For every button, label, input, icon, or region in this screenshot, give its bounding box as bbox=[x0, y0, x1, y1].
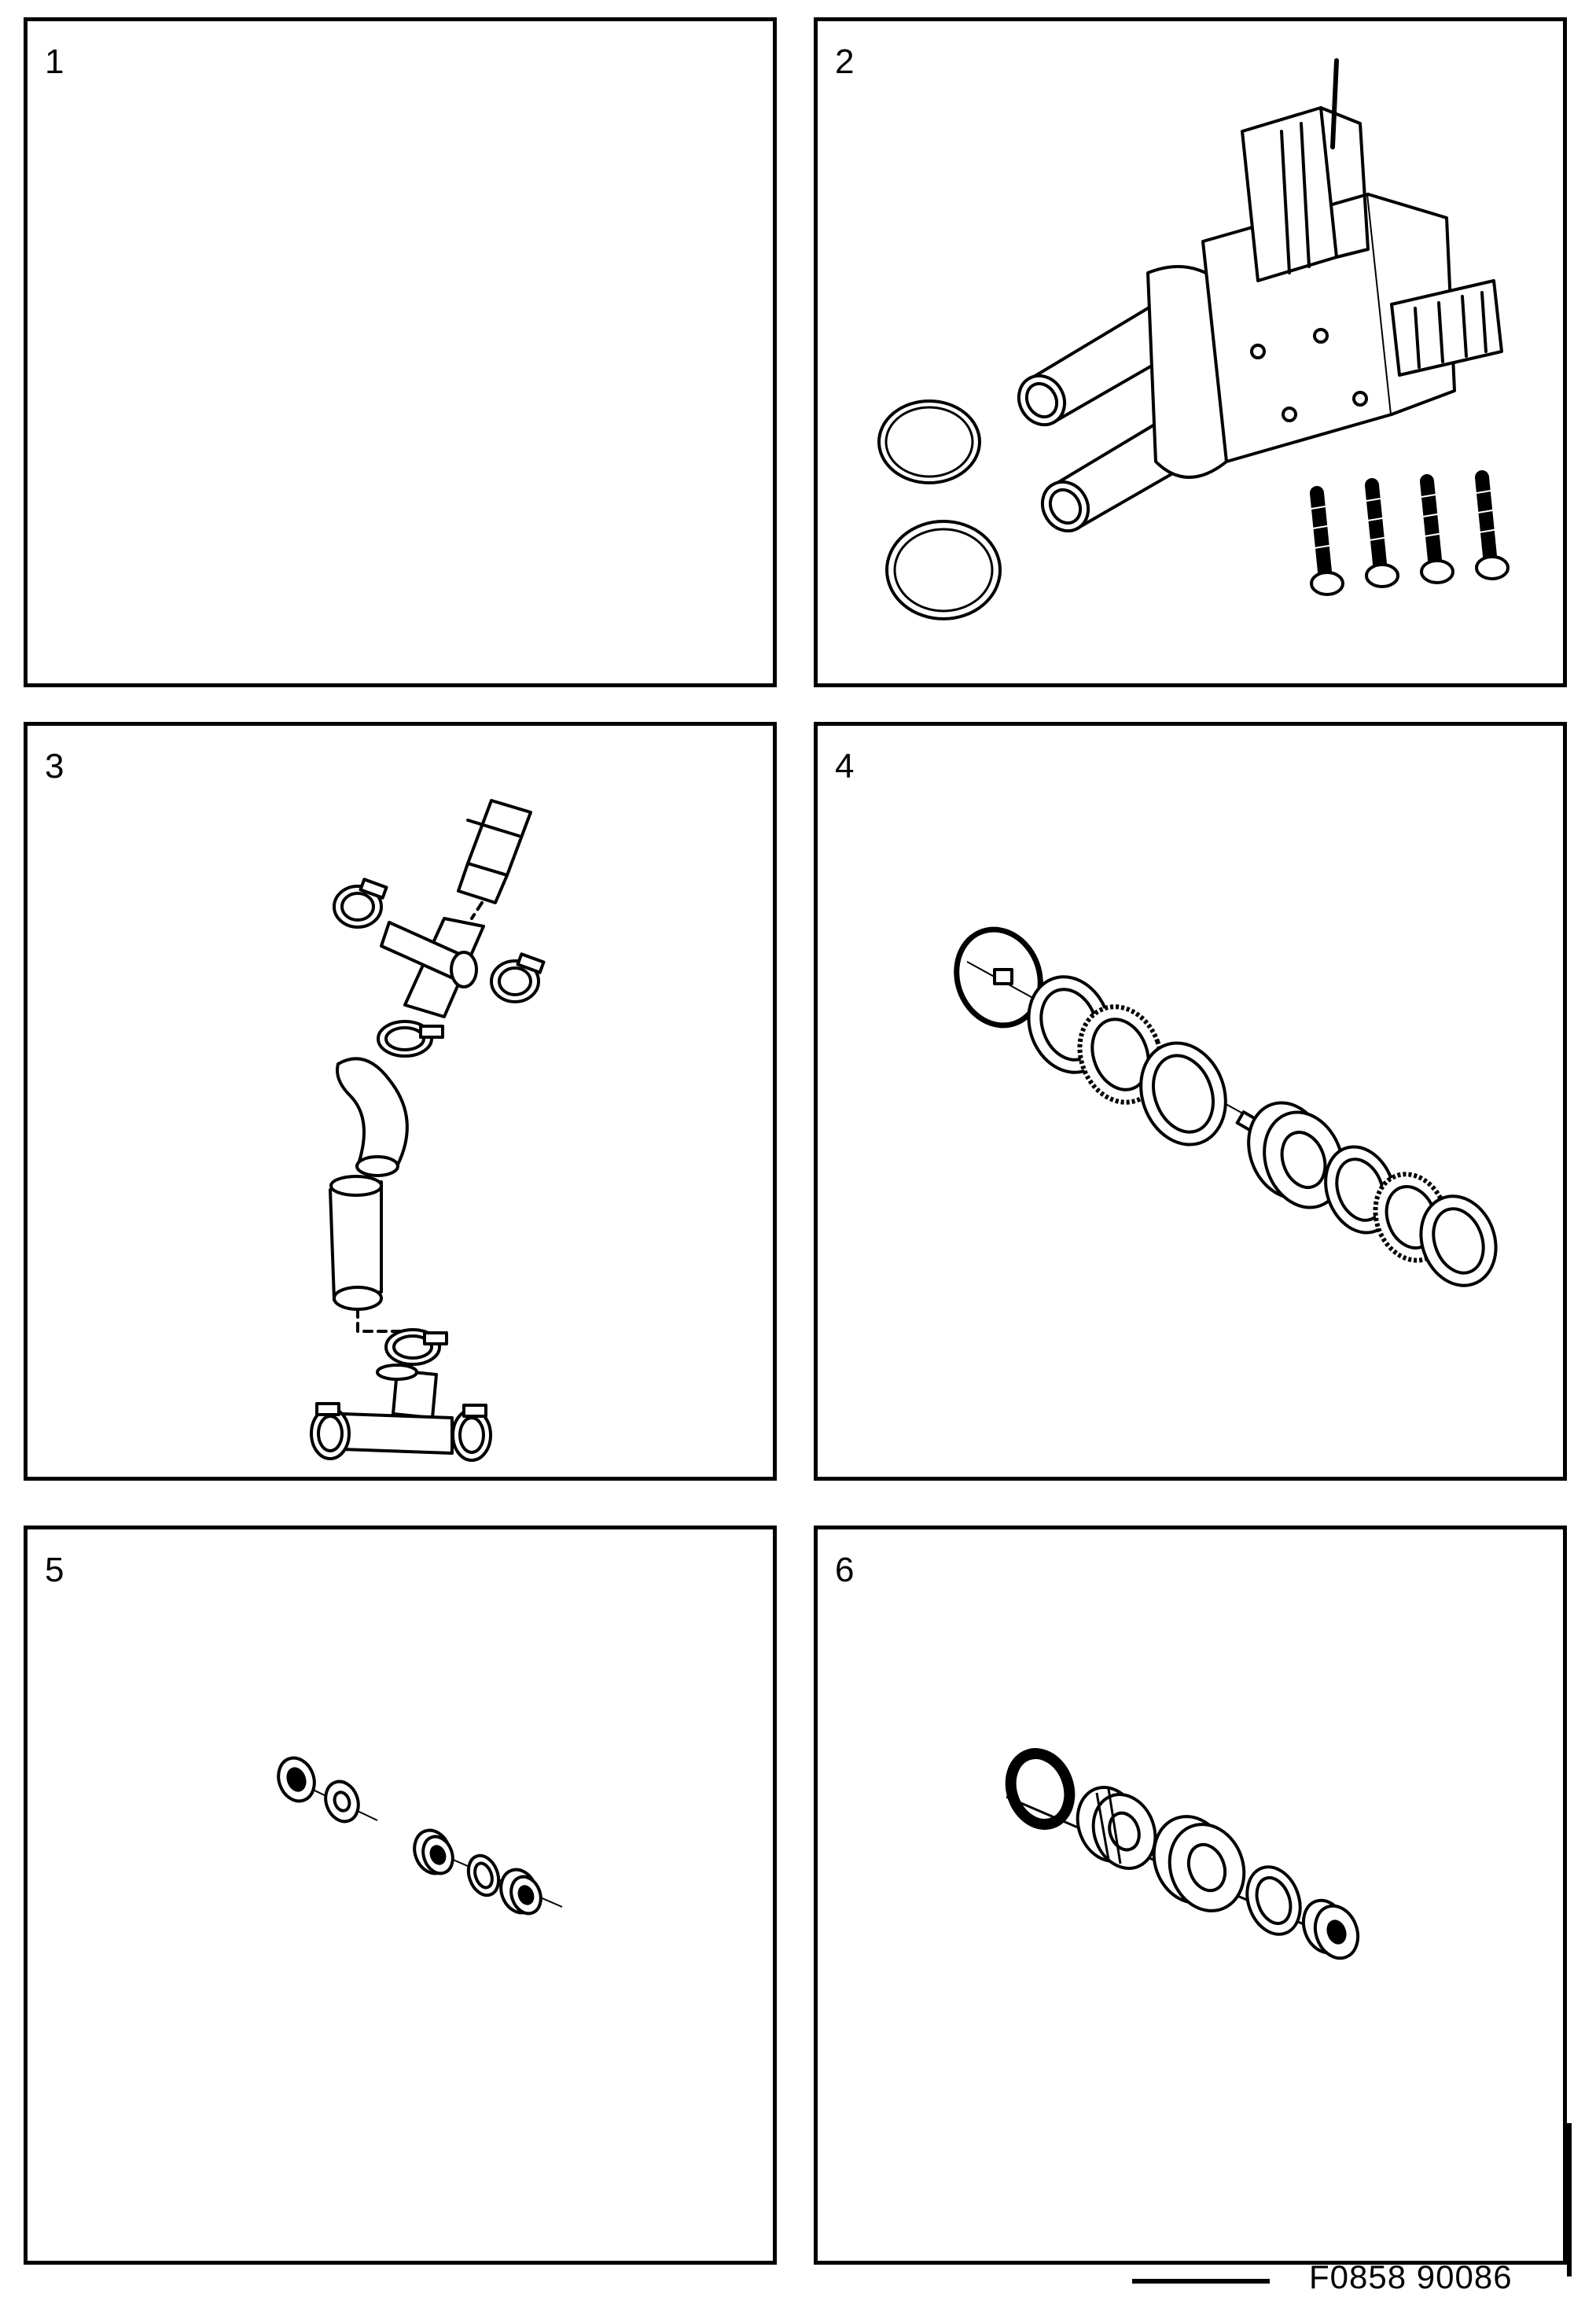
snap-ring bbox=[954, 926, 1043, 1029]
sensor-fitting bbox=[457, 799, 532, 904]
screws bbox=[1310, 470, 1510, 596]
panel-5: 5 bbox=[24, 1526, 777, 2265]
threaded-cap bbox=[1076, 1786, 1157, 1870]
hose-kit-illustration bbox=[310, 799, 546, 1462]
panel-6: 6 bbox=[814, 1526, 1567, 2265]
hose-clamp bbox=[333, 878, 388, 929]
o-ring-lower bbox=[885, 520, 1002, 620]
panel-number: 5 bbox=[45, 1551, 64, 1589]
o-ring-upper bbox=[877, 399, 981, 484]
panel-number: 4 bbox=[835, 747, 855, 786]
panel-3: 3 bbox=[24, 722, 777, 1481]
footer-rule bbox=[1132, 2279, 1270, 2284]
panel-number: 6 bbox=[835, 1551, 855, 1589]
panel-number: 1 bbox=[45, 42, 64, 81]
panel-2: 2 bbox=[814, 17, 1567, 687]
hose-clamp bbox=[490, 952, 546, 1003]
nut bbox=[1301, 1898, 1360, 1960]
hose-clamp bbox=[451, 1404, 492, 1462]
snap-ring bbox=[1005, 1748, 1076, 1830]
figure-code: F0858 90086 bbox=[1309, 2258, 1513, 2295]
hose-clamp bbox=[384, 1328, 448, 1366]
seal-kit-illustration bbox=[954, 926, 1498, 1287]
hose-upper bbox=[336, 1057, 409, 1177]
panel-number: 2 bbox=[835, 42, 855, 81]
valve-disc bbox=[1235, 1101, 1344, 1209]
panel-1: 1 bbox=[24, 17, 777, 687]
spindle-end bbox=[993, 968, 1013, 985]
hose-lower bbox=[329, 1175, 383, 1311]
panel-4: 4 bbox=[814, 722, 1567, 1481]
right-edge-rule bbox=[1567, 2123, 1572, 2276]
diaphragm-disc bbox=[1152, 1815, 1246, 1912]
heater-valve-illustration bbox=[877, 58, 1510, 620]
upper-t-piece bbox=[380, 917, 485, 1018]
panel-number: 3 bbox=[45, 747, 64, 786]
valve-body bbox=[1201, 58, 1503, 463]
valve-parts-illustration bbox=[277, 1756, 563, 1916]
lower-t-piece bbox=[340, 1364, 454, 1455]
hose-clamp bbox=[310, 1402, 351, 1460]
actuator-parts-illustration bbox=[1005, 1748, 1360, 1960]
hose-clamp bbox=[377, 1020, 444, 1058]
